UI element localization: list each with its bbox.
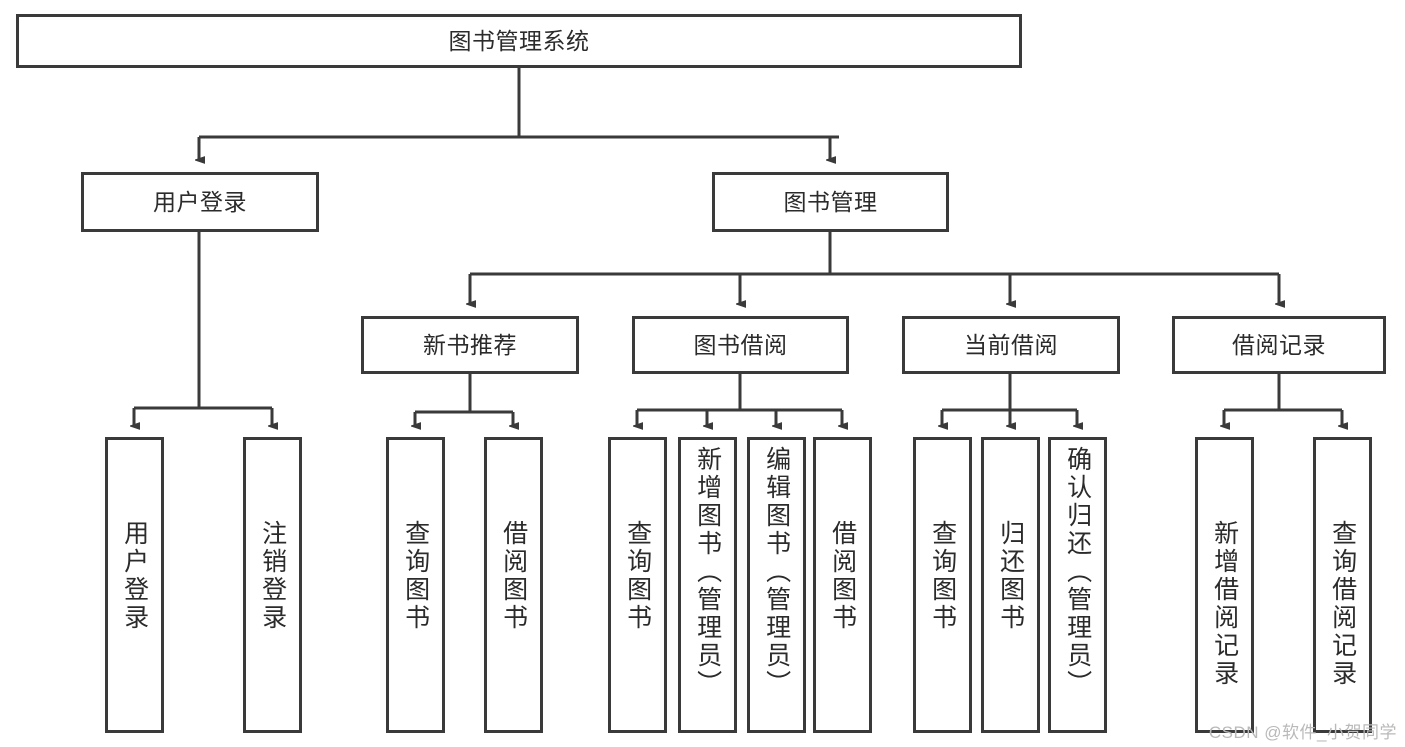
node-leaf-query-book-current-label: 查询图书 [928,520,957,632]
node-root[interactable]: 图书管理系统 [16,14,1022,68]
node-leaf-query-book-borrow-label: 查询图书 [623,520,652,632]
node-current-borrow-label: 当前借阅 [964,331,1058,358]
node-leaf-query-book-current[interactable]: 查询图书 [913,437,972,733]
node-new-book-recommend-label: 新书推荐 [423,331,517,358]
node-leaf-add-book-admin[interactable]: 新增图书（管理员） [678,437,737,733]
node-book-management-label: 图书管理 [783,188,878,215]
node-leaf-query-borrow-record[interactable]: 查询借阅记录 [1313,437,1372,733]
node-leaf-confirm-return-admin-label: 确认归还（管理员） [1063,446,1092,698]
node-user-login-label: 用户登录 [153,188,247,215]
node-book-management[interactable]: 图书管理 [712,172,949,232]
node-borrow-record-label: 借阅记录 [1232,331,1326,358]
node-leaf-add-borrow-record[interactable]: 新增借阅记录 [1195,437,1254,733]
node-leaf-edit-book-admin-label: 编辑图书（管理员） [762,446,791,698]
node-leaf-borrow-book-recommend[interactable]: 借阅图书 [484,437,543,733]
node-book-borrow[interactable]: 图书借阅 [632,316,849,374]
node-leaf-user-login[interactable]: 用户登录 [105,437,164,733]
node-leaf-borrow-book-recommend-label: 借阅图书 [499,520,528,632]
node-leaf-add-book-admin-label: 新增图书（管理员） [693,446,722,698]
node-leaf-edit-book-admin[interactable]: 编辑图书（管理员） [747,437,806,733]
node-book-borrow-label: 图书借阅 [693,331,788,358]
node-leaf-borrow-book-label: 借阅图书 [828,520,857,632]
node-new-book-recommend[interactable]: 新书推荐 [361,316,579,374]
node-leaf-query-book-borrow[interactable]: 查询图书 [608,437,667,733]
node-leaf-return-book[interactable]: 归还图书 [981,437,1040,733]
node-current-borrow[interactable]: 当前借阅 [902,316,1120,374]
node-leaf-borrow-book[interactable]: 借阅图书 [813,437,872,733]
node-root-label: 图书管理系统 [448,27,590,54]
node-leaf-query-borrow-record-label: 查询借阅记录 [1328,520,1357,688]
node-leaf-return-book-label: 归还图书 [996,520,1025,632]
node-leaf-query-book-recommend-label: 查询图书 [401,520,430,632]
node-user-login[interactable]: 用户登录 [81,172,319,232]
node-leaf-query-book-recommend[interactable]: 查询图书 [386,437,445,733]
node-borrow-record[interactable]: 借阅记录 [1172,316,1386,374]
node-leaf-confirm-return-admin[interactable]: 确认归还（管理员） [1048,437,1107,733]
node-leaf-user-login-label: 用户登录 [120,520,149,632]
watermark-text: CSDN @软件_小贺同学 [1208,723,1397,742]
node-leaf-add-borrow-record-label: 新增借阅记录 [1210,520,1239,688]
node-leaf-logout[interactable]: 注销登录 [243,437,302,733]
node-leaf-logout-label: 注销登录 [258,520,287,632]
